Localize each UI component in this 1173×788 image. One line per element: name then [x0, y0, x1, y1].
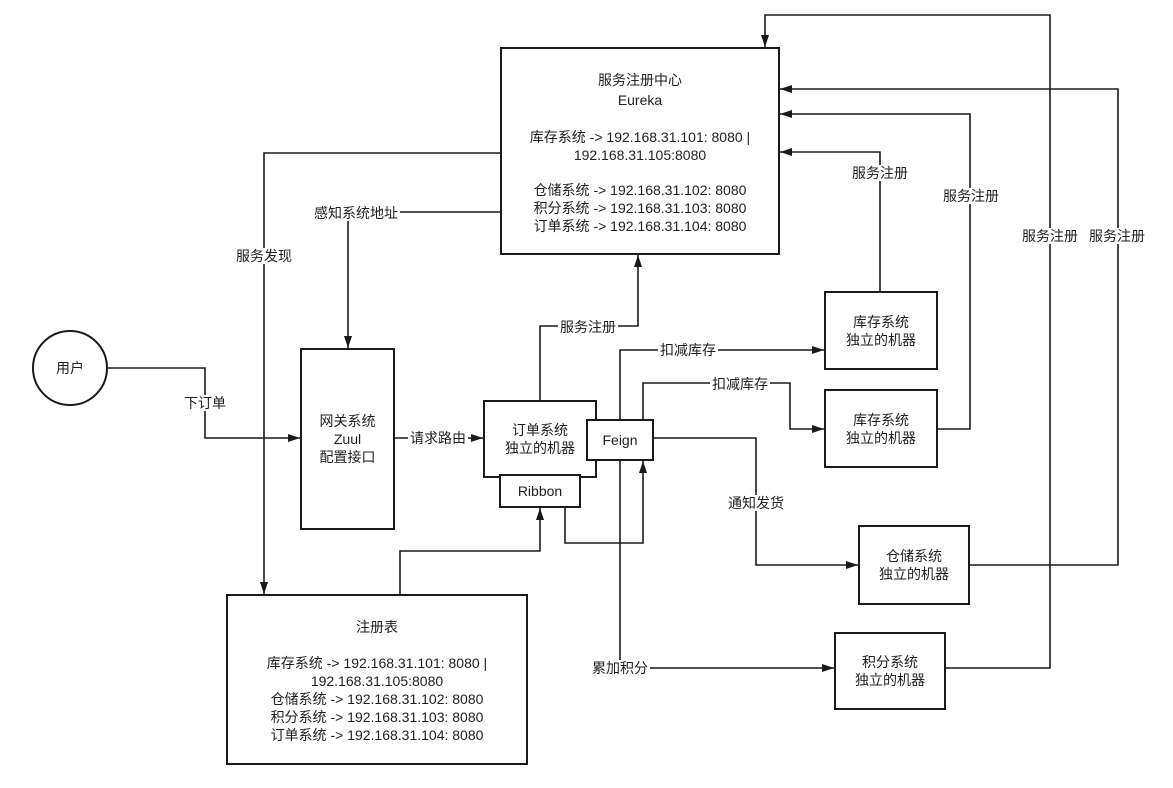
registry-line: 仓储系统 -> 192.168.31.102: 8080	[270, 691, 484, 707]
edge-label-warehouse-register: 服务注册	[1087, 228, 1147, 244]
edge-label-inventory2-register: 服务注册	[941, 188, 1001, 204]
gateway-line: 配置接口	[319, 449, 376, 465]
order-node: 订单系统 独立的机器	[483, 400, 597, 478]
registry-line: 库存系统 -> 192.168.31.101: 8080 |	[266, 655, 488, 671]
order-line: 独立的机器	[505, 440, 575, 456]
registry-node: 注册表 库存系统 -> 192.168.31.101: 8080 | 192.1…	[226, 594, 528, 765]
eureka-title: 服务注册中心	[598, 72, 682, 88]
edge-label-deduct-stock-2: 扣减库存	[710, 376, 770, 392]
registry-title: 注册表	[356, 619, 398, 635]
inventory-line: 库存系统	[853, 411, 909, 428]
inventory-node-2: 库存系统 独立的机器	[824, 389, 938, 468]
eureka-line: 库存系统 -> 192.168.31.101: 8080 |	[529, 129, 751, 145]
edge-label-service-discovery: 服务发现	[234, 248, 294, 264]
eureka-line: 192.168.31.105:8080	[573, 147, 707, 163]
ribbon-label: Ribbon	[517, 483, 563, 499]
inventory-node-1: 库存系统 独立的机器	[824, 291, 938, 370]
inventory-line: 独立的机器	[846, 331, 916, 348]
edge-label-points-register: 服务注册	[1020, 228, 1080, 244]
edge-registry-to-ribbon	[399, 508, 544, 594]
points-node: 积分系统 独立的机器	[834, 632, 946, 710]
edge-feign-to-inventory1	[619, 346, 824, 419]
gateway-node: 网关系统 Zuul 配置接口	[300, 348, 395, 530]
edge-label-notify-ship: 通知发货	[726, 495, 786, 511]
order-line: 订单系统	[512, 422, 568, 438]
edge-ribbon-to-feign	[564, 461, 647, 544]
eureka-subtitle: Eureka	[617, 92, 663, 108]
points-line: 积分系统	[862, 654, 918, 670]
registry-line: 订单系统 -> 192.168.31.104: 8080	[270, 727, 484, 743]
user-node: 用户	[32, 330, 108, 406]
eureka-line: 订单系统 -> 192.168.31.104: 8080	[533, 218, 747, 234]
warehouse-node: 仓储系统 独立的机器	[858, 525, 970, 605]
edge-eureka-to-gateway	[344, 211, 500, 348]
edge-inventory2-to-eureka	[780, 110, 971, 430]
gateway-line: Zuul	[333, 431, 362, 447]
edge-eureka-to-registry	[260, 152, 500, 594]
edge-label-place-order: 下订单	[182, 395, 228, 411]
inventory-line: 独立的机器	[846, 429, 916, 446]
eureka-node: 服务注册中心 Eureka 库存系统 -> 192.168.31.101: 80…	[500, 47, 780, 255]
edge-label-sense-address: 感知系统地址	[312, 205, 400, 221]
user-label: 用户	[56, 360, 84, 376]
feign-label: Feign	[602, 432, 638, 448]
inventory-line: 库存系统	[853, 313, 909, 330]
ribbon-node: Ribbon	[499, 474, 581, 508]
edge-warehouse-to-eureka	[780, 85, 1119, 566]
edge-feign-to-inventory2	[642, 382, 824, 433]
warehouse-line: 仓储系统	[886, 548, 942, 564]
edge-label-route-request: 请求路由	[408, 430, 468, 446]
eureka-line: 仓储系统 -> 192.168.31.102: 8080	[533, 182, 747, 198]
registry-line: 积分系统 -> 192.168.31.103: 8080	[270, 709, 484, 725]
points-line: 独立的机器	[855, 672, 925, 688]
feign-node: Feign	[586, 419, 654, 461]
registry-line: 192.168.31.105:8080	[310, 673, 444, 689]
edge-inventory1-to-eureka	[780, 148, 881, 291]
edge-points-to-eureka	[761, 14, 1051, 669]
edge-label-add-points: 累加积分	[590, 660, 650, 676]
warehouse-line: 独立的机器	[879, 566, 949, 582]
eureka-line: 积分系统 -> 192.168.31.103: 8080	[533, 200, 747, 216]
edge-label-order-register: 服务注册	[558, 319, 618, 335]
edge-label-deduct-stock-1: 扣减库存	[658, 342, 718, 358]
gateway-line: 网关系统	[319, 413, 376, 429]
edge-label-inventory1-register: 服务注册	[850, 165, 910, 181]
